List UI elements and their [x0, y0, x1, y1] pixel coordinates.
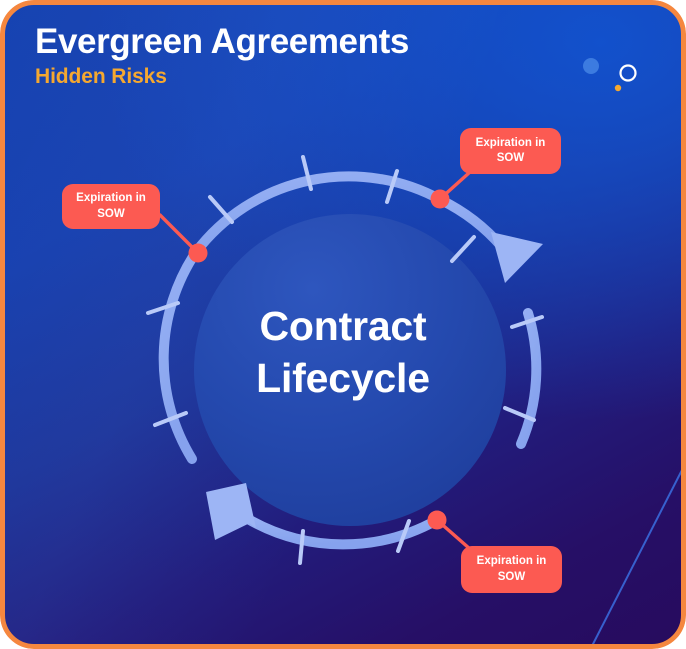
ring-arc-right: [516, 308, 542, 449]
decor-orange-dot: [614, 84, 622, 92]
callout-left-line1: Expiration in: [76, 192, 146, 205]
tick-mark: [450, 235, 476, 263]
expiration-marker-bottom[interactable]: [427, 510, 447, 530]
decor-accent-line: [591, 469, 683, 647]
callout-top-line2: SOW: [496, 152, 525, 164]
expiration-markers: [188, 189, 450, 530]
page-subtitle: Hidden Risks: [35, 64, 167, 88]
inner-circle: [194, 214, 506, 526]
expiration-marker-left[interactable]: [188, 243, 208, 263]
decor-blue-dot: [583, 58, 599, 74]
callout-badge-bottom[interactable]: Expiration in SOW: [461, 546, 562, 593]
ring-arc-bottom: [243, 514, 442, 550]
callout-badge-left[interactable]: Expiration in SOW: [62, 184, 160, 229]
tick-mark: [146, 301, 180, 315]
tick-mark: [153, 411, 188, 427]
tick-mark: [298, 529, 305, 565]
expiration-marker-top[interactable]: [430, 189, 450, 209]
tick-mark: [385, 169, 399, 204]
callout-left-line2: SOW: [97, 207, 125, 220]
decor-white-ring: [619, 64, 637, 82]
arrowhead-clockwise-right: [491, 232, 543, 283]
callout-bottom-line2: SOW: [497, 570, 526, 583]
header: Evergreen Agreements Hidden Risks: [35, 22, 409, 89]
ring-arc-left: [158, 247, 201, 464]
tick-mark: [510, 315, 544, 329]
tick-mark: [503, 406, 536, 422]
page-title: Evergreen Agreements: [35, 22, 409, 61]
tick-mark: [301, 155, 313, 191]
tick-mark: [208, 195, 234, 224]
arrowhead-bottom-left-tip: [206, 492, 254, 540]
ring-arrowheads: [206, 232, 543, 540]
callout-badge-top[interactable]: Expiration in SOW: [460, 128, 561, 174]
callout-top-line1: Expiration in: [475, 136, 546, 149]
callout-bottom-line1: Expiration in: [476, 555, 547, 568]
tick-mark: [396, 519, 411, 553]
ring-tick-marks: [146, 155, 544, 565]
